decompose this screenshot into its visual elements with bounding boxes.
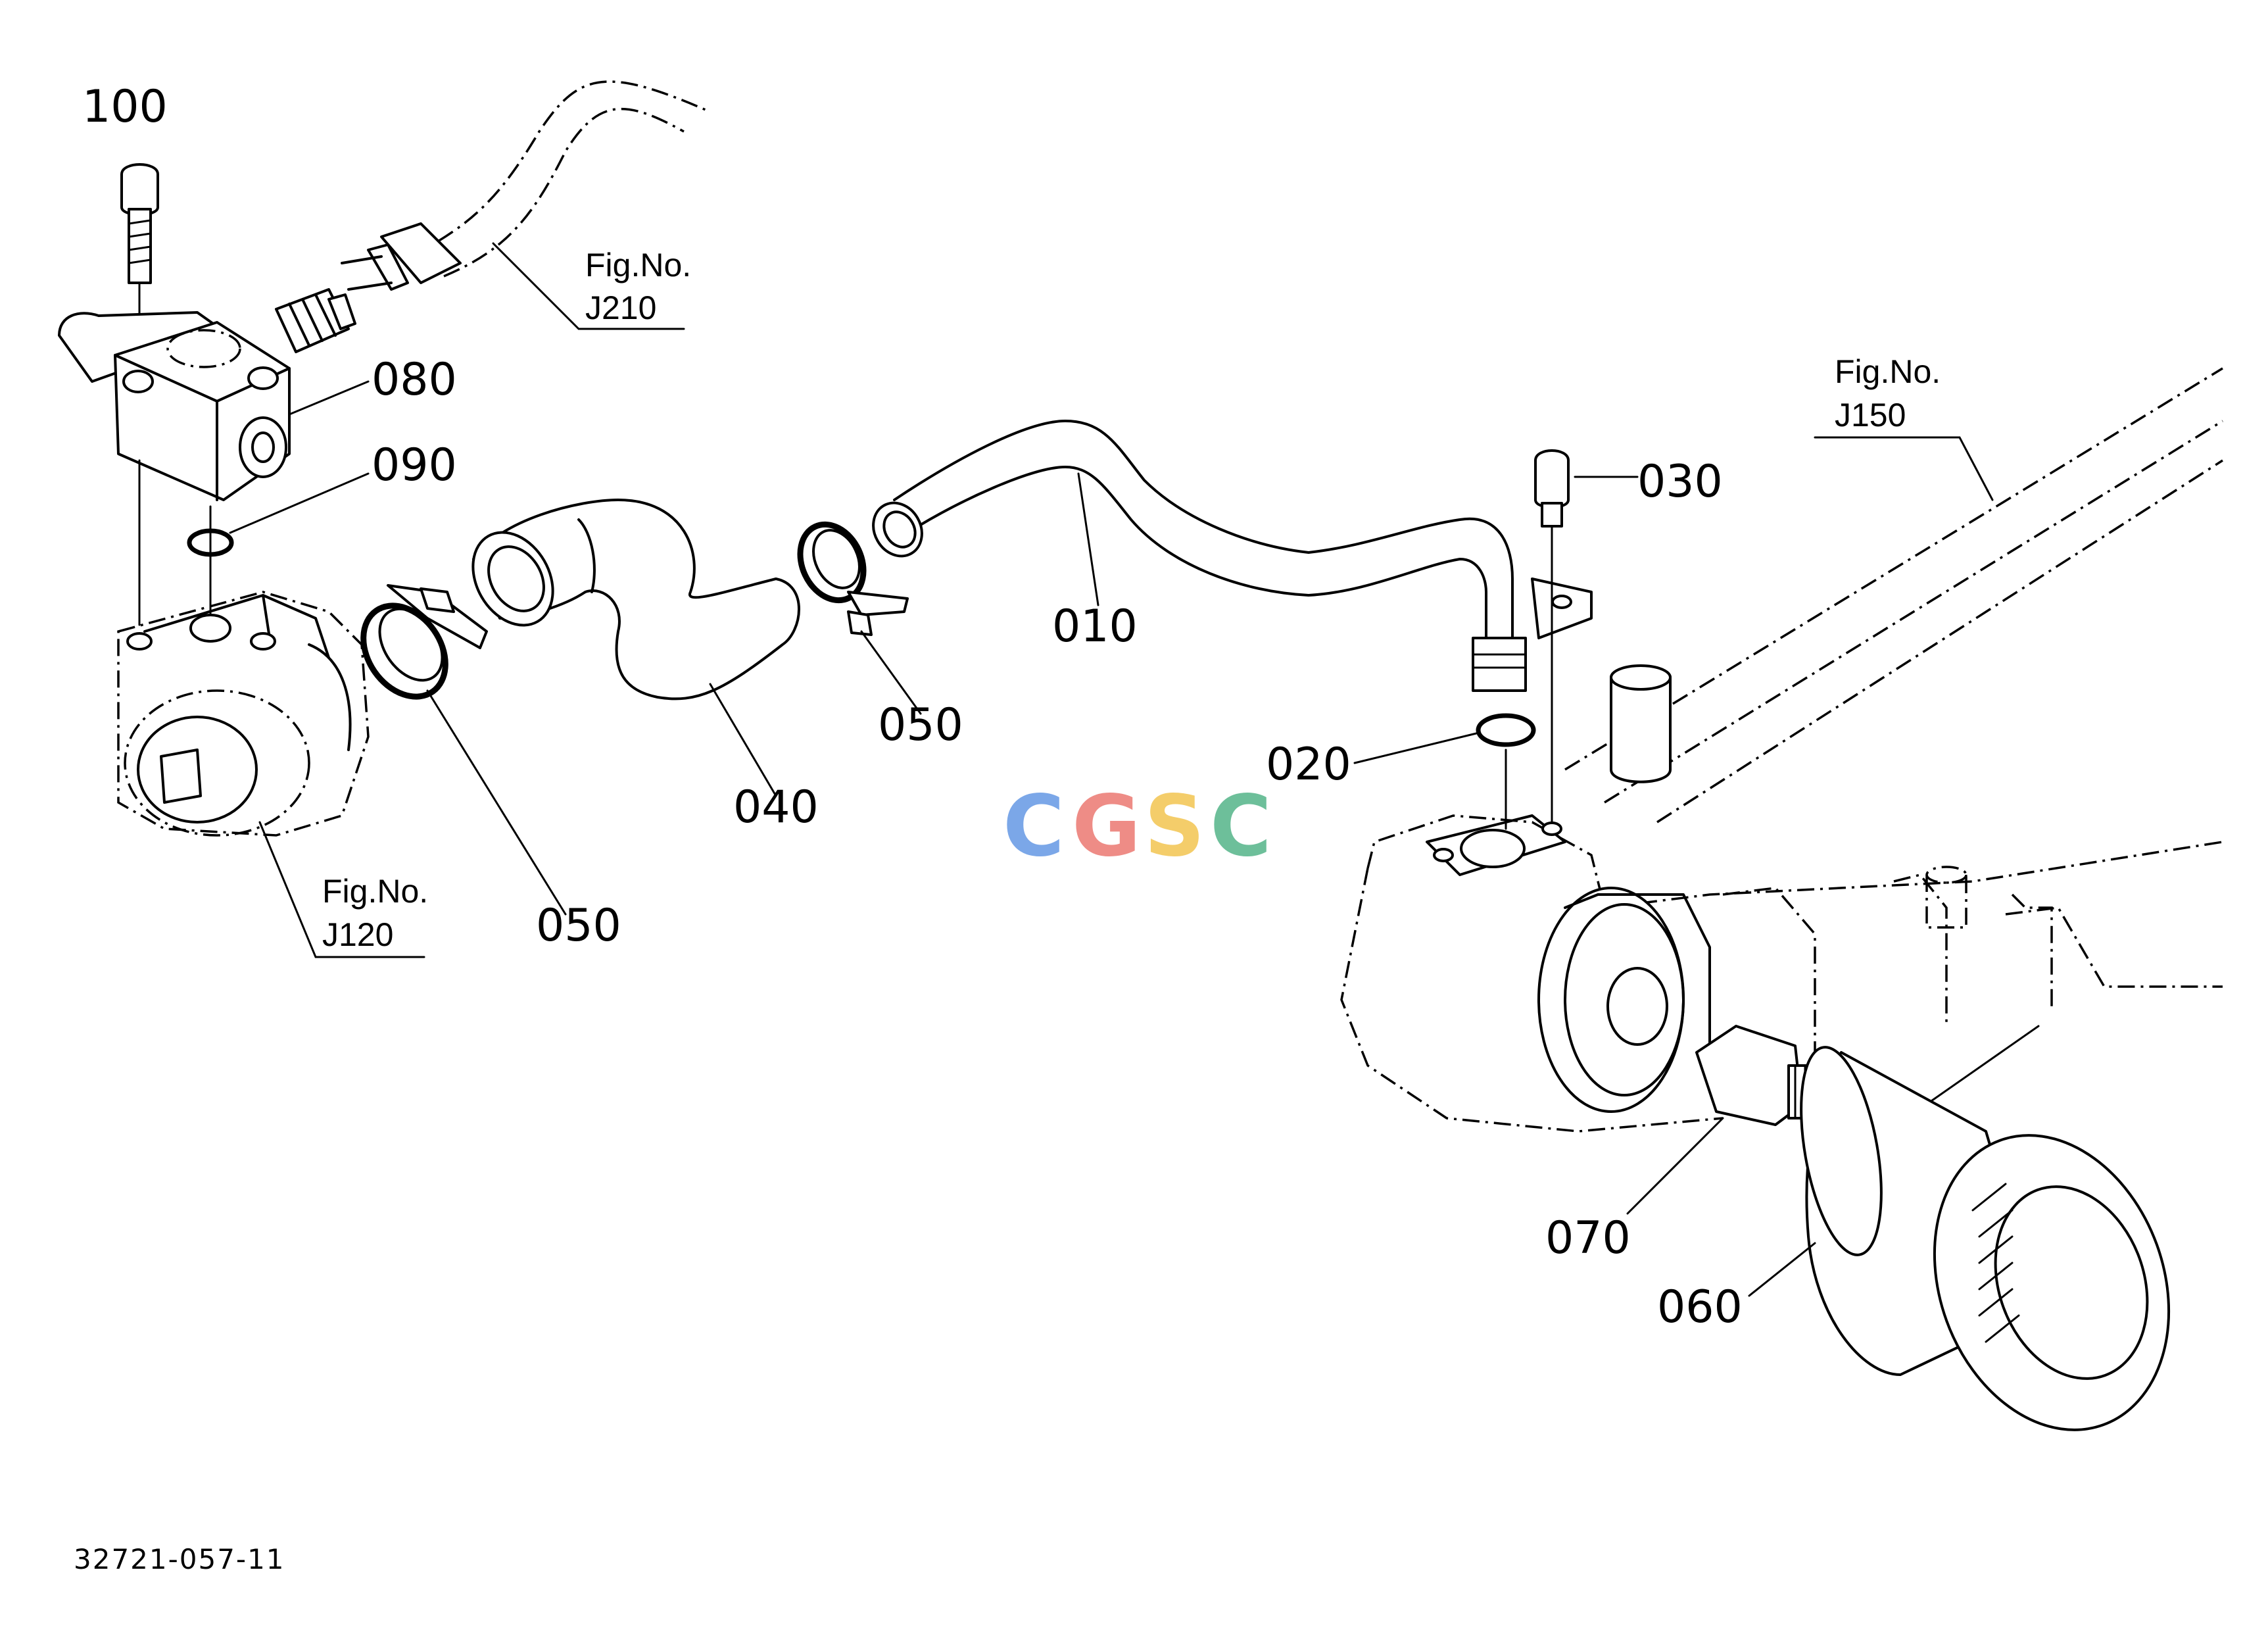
- fig-j150-number: J150: [1835, 397, 1906, 433]
- o-ring-020: [1476, 713, 1536, 747]
- valve-block-080: [58, 311, 291, 501]
- hose-to-j210: [341, 80, 711, 291]
- label-080: 080: [372, 354, 457, 406]
- pipe-010: [872, 420, 1593, 692]
- label-090: 090: [372, 439, 457, 491]
- label-040: 040: [733, 781, 819, 833]
- label-060: 060: [1657, 1281, 1743, 1333]
- leader-010: [1077, 472, 1099, 606]
- watermark-letter-c1: C: [1003, 777, 1065, 875]
- drawing-code: 32721-057-11: [74, 1543, 285, 1575]
- watermark-letter-g: G: [1072, 777, 1141, 875]
- leader-060: [1748, 1242, 1816, 1297]
- hose-040: [471, 499, 800, 701]
- label-050-middle: 050: [878, 699, 963, 751]
- watermark-letter-c2: C: [1210, 777, 1272, 875]
- watermark-letter-s: S: [1144, 777, 1205, 875]
- oil-filter-060: [1800, 1046, 2171, 1431]
- leader-j210: [492, 242, 685, 330]
- watermark-logo: C G S C: [1003, 777, 1272, 875]
- leader-020: [1353, 732, 1478, 764]
- bolt-100: [120, 163, 159, 383]
- leader-040: [709, 683, 777, 797]
- fig-j120-title: Fig.No.: [322, 873, 428, 910]
- pump-j120: [117, 591, 370, 837]
- bolt-030: [1534, 449, 1570, 823]
- fig-j210-title: Fig.No.: [585, 247, 691, 283]
- label-030: 030: [1637, 456, 1723, 508]
- connector-fitting: [275, 288, 356, 353]
- fig-j120-number: J120: [322, 916, 393, 953]
- fig-j210-number: J210: [585, 289, 656, 326]
- label-010: 010: [1052, 601, 1138, 652]
- leader-050-middle: [860, 630, 922, 715]
- label-100: 100: [82, 81, 168, 133]
- leader-j120: [258, 821, 425, 958]
- leader-j150: [1814, 436, 1994, 501]
- clamp-050-middle: [797, 521, 909, 636]
- leader-050-left: [426, 689, 567, 916]
- leader-070: [1626, 1117, 1724, 1215]
- engine-j150: [1340, 367, 2223, 1133]
- label-070: 070: [1545, 1212, 1631, 1264]
- fig-j150-title: Fig.No.: [1835, 353, 1941, 390]
- clamp-050-left: [360, 584, 488, 700]
- label-020: 020: [1266, 739, 1351, 791]
- label-050-left: 050: [536, 900, 621, 952]
- leader-090: [229, 472, 370, 534]
- leader-080: [288, 380, 370, 416]
